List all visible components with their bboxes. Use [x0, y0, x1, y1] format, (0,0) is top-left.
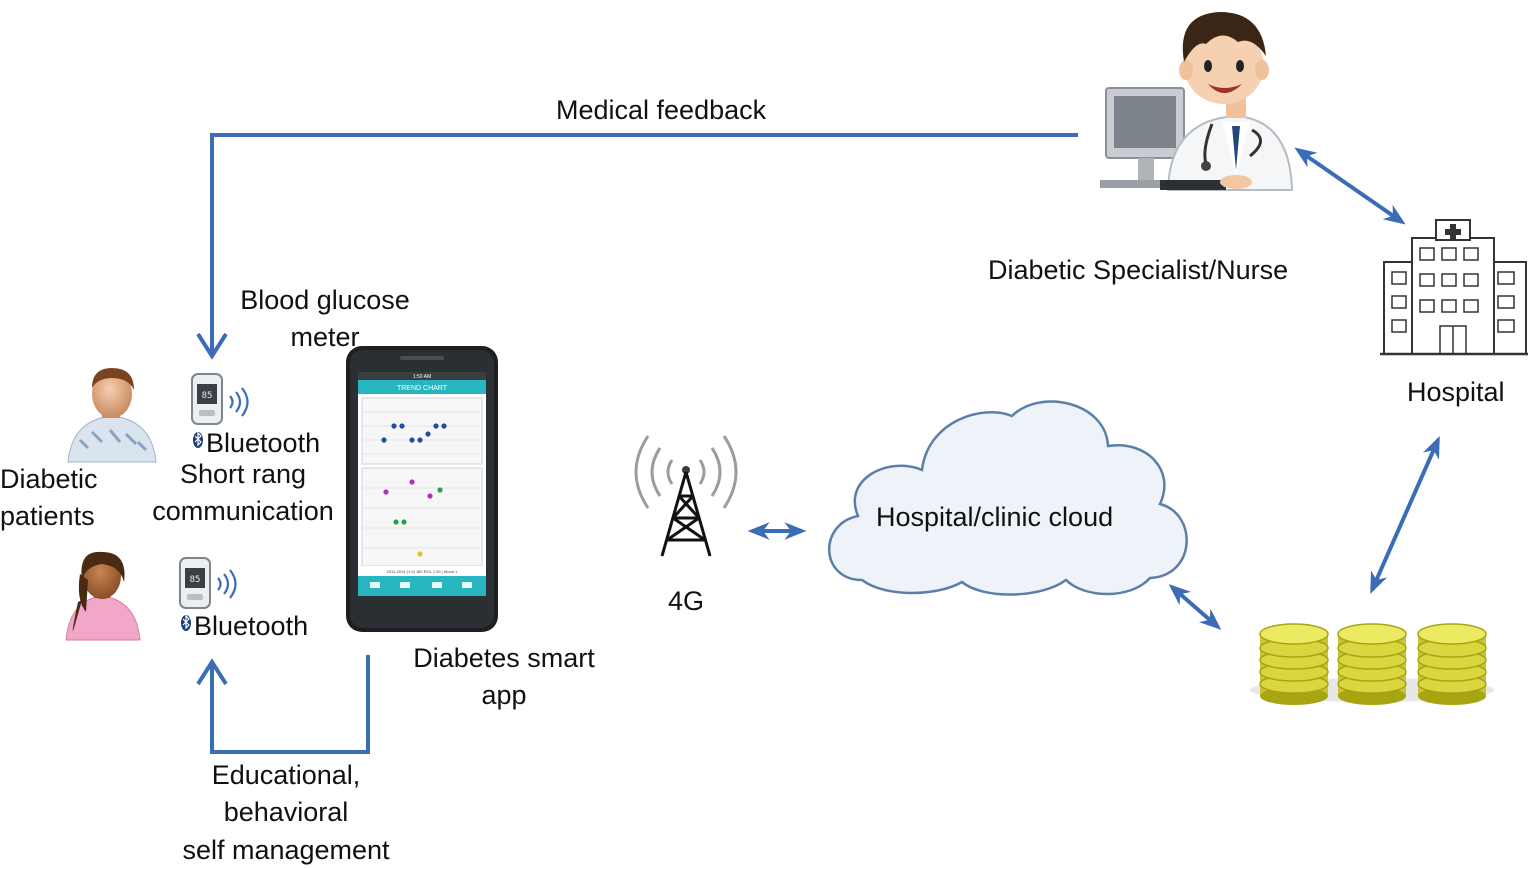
smartphone-icon: [346, 346, 498, 632]
short-range-line-1: Short rang: [179, 459, 307, 489]
diabetes-app-line-2: app: [481, 680, 527, 711]
doctor-hospital-arrow: [1294, 147, 1406, 225]
svg-text:85: 85: [202, 391, 213, 401]
medical-feedback-label: Medical feedback: [556, 95, 767, 125]
male-patient-icon: [67, 368, 157, 463]
blood-glucose-meter-line-2: meter: [290, 322, 360, 353]
diabetic-patients-label: Diabetic patients: [0, 461, 98, 536]
glucose-meter-bottom-icon: 85: [179, 557, 211, 609]
bluetooth-icon-bottom: [181, 614, 191, 631]
cloud-shape: [828, 400, 1188, 596]
glucose-meter-top-icon: 85: [191, 373, 223, 425]
hospital-building-icon: [1380, 219, 1528, 356]
cell-tower-icon: [634, 435, 738, 557]
phone-screen-title: TREND CHART: [397, 385, 448, 392]
blood-glucose-meter-label: Blood glucose meter: [230, 282, 420, 357]
phone-footer-text: 2011-2014 (1.0) 180 ROL 1.90 | Mood 1: [387, 569, 458, 574]
bluetooth-label-top: Bluetooth: [206, 428, 321, 458]
medical-feedback-arrow: [196, 133, 1078, 360]
doctor-icon: [1100, 12, 1294, 191]
diabetes-app-label: Diabetes smart app: [400, 640, 608, 715]
short-range-line-2: communication: [152, 496, 334, 527]
diabetic-patients-line-1: Diabetic: [0, 464, 98, 494]
hospital-label: Hospital: [1407, 377, 1505, 407]
cloud-label: Hospital/clinic cloud: [876, 502, 1114, 532]
educational-line-1: Educational,: [211, 760, 361, 790]
wireless-signal-bottom-icon: [217, 569, 237, 599]
bluetooth-icon-top: [193, 431, 203, 448]
female-patient-icon: [65, 551, 141, 641]
educational-line-3: self management: [182, 834, 390, 865]
short-range-label: Short rang communication: [140, 456, 346, 531]
network-4g-label: 4G: [668, 586, 705, 616]
database-hospital-arrow: [1370, 435, 1440, 595]
database-icon: [1250, 623, 1494, 705]
phone-status-time: 1:50 AM: [413, 374, 431, 380]
bluetooth-label-bottom: Bluetooth: [194, 611, 309, 641]
diabetic-patients-line-2: patients: [0, 501, 95, 532]
diabetes-app-line-1: Diabetes smart: [413, 643, 595, 673]
educational-feedback-arrow: [196, 655, 370, 754]
educational-line-2: behavioral: [223, 797, 349, 828]
blood-glucose-meter-line-1: Blood glucose: [240, 285, 410, 315]
wireless-signal-top-icon: [229, 387, 249, 417]
svg-text:85: 85: [190, 575, 201, 585]
cloud-database-arrow: [1168, 584, 1222, 630]
educational-label: Educational, behavioral self management: [166, 757, 406, 869]
specialist-label: Diabetic Specialist/Nurse: [988, 255, 1289, 285]
